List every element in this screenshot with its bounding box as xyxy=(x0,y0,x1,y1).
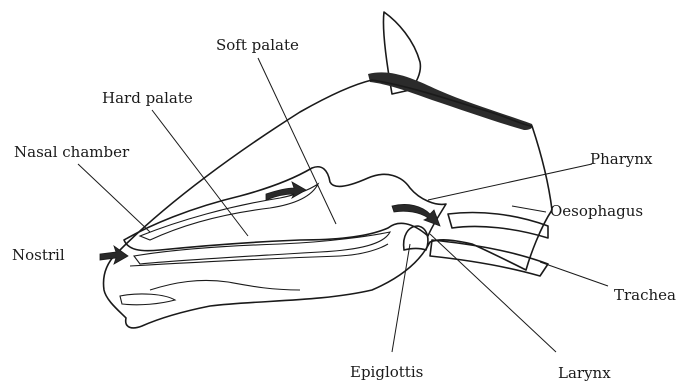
label-hard-palate: Hard palate xyxy=(102,89,193,107)
leader-oesophagus xyxy=(512,206,546,212)
label-soft-palate: Soft palate xyxy=(216,36,299,54)
lip-lower xyxy=(120,294,175,305)
label-pharynx: Pharynx xyxy=(590,150,653,168)
leader-epiglottis xyxy=(392,244,410,352)
trachea-tube xyxy=(430,240,548,276)
mane xyxy=(368,72,533,130)
label-trachea: Trachea xyxy=(614,286,676,304)
label-nostril: Nostril xyxy=(12,246,65,264)
leader-hard-palate xyxy=(152,110,248,236)
leader-pharynx xyxy=(428,164,592,200)
leader-larynx xyxy=(430,234,556,352)
mouth-line xyxy=(150,280,300,290)
label-larynx: Larynx xyxy=(558,364,611,382)
hard-palate-shape xyxy=(130,244,388,266)
label-epiglottis: Epiglottis xyxy=(350,363,423,381)
leader-soft-palate xyxy=(258,58,336,224)
leader-nasal-chamber xyxy=(78,164,150,232)
epiglottis-shape xyxy=(404,226,428,250)
air-flow-arrow xyxy=(100,246,128,264)
label-oesophagus: Oesophagus xyxy=(550,202,643,220)
air-flow-arrow xyxy=(266,182,306,200)
leader-trachea xyxy=(540,262,608,286)
label-nasal-chamber: Nasal chamber xyxy=(14,143,130,161)
oesophagus-tube xyxy=(448,213,548,239)
